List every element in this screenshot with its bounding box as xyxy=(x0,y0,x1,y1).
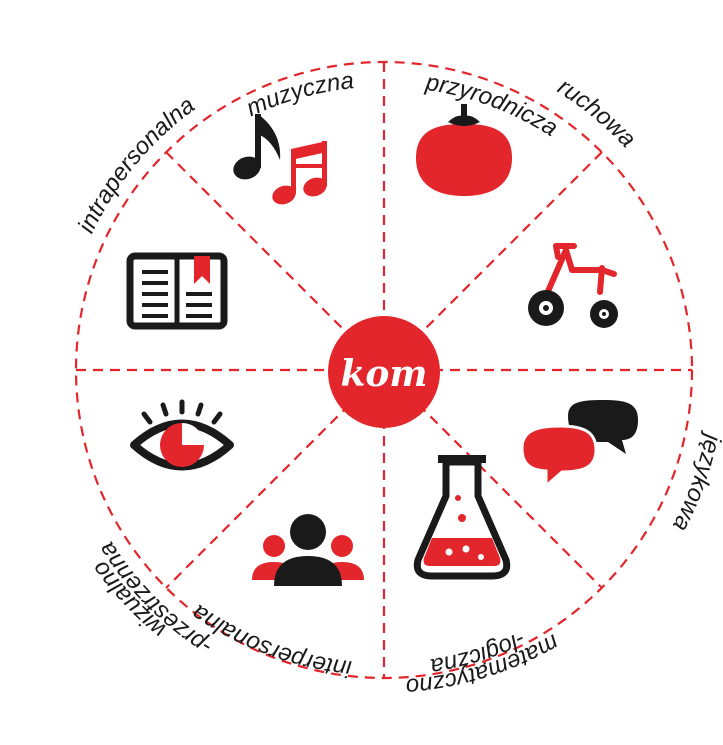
label-jezykowa: językowa xyxy=(667,429,723,535)
center-label: kom xyxy=(340,353,427,395)
book-icon xyxy=(126,252,228,330)
people-group-icon xyxy=(252,514,364,586)
center-circle xyxy=(328,316,440,428)
flask-icon xyxy=(413,455,511,580)
center-badge: kom xyxy=(328,316,440,428)
label-matematyczno-line1: matematyczno xyxy=(405,629,564,701)
music-notes-icon xyxy=(233,114,327,205)
eye-icon xyxy=(130,399,234,471)
tricycle-icon xyxy=(528,243,618,328)
label-ruchowa: ruchowa xyxy=(553,73,641,153)
label-intrapersonalna: intrapersonalna xyxy=(73,92,200,238)
speech-bubbles-icon xyxy=(520,400,638,490)
tomato-icon xyxy=(416,104,512,196)
label-muzyczna: muzyczna xyxy=(242,67,355,122)
